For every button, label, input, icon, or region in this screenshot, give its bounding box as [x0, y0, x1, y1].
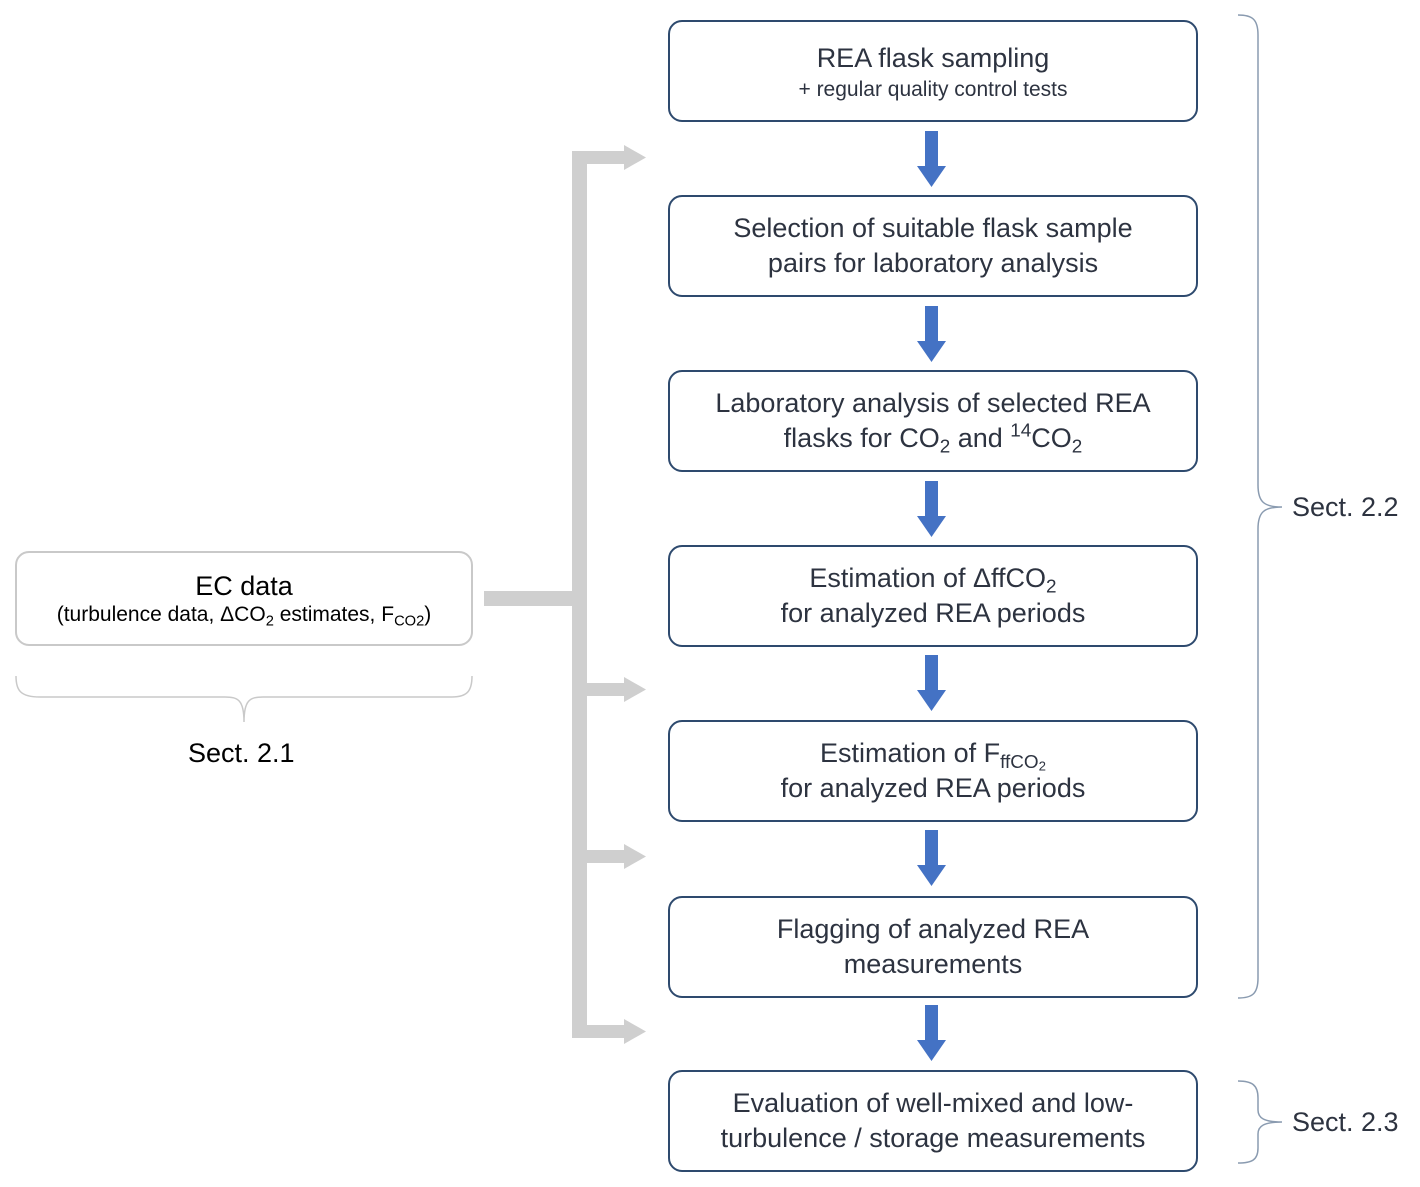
- feed-horizontal-trunk: [484, 591, 584, 606]
- box6-line1: Flagging of analyzed REA: [776, 914, 1090, 944]
- flow-arrows: [917, 131, 946, 1061]
- feed-arrow-2: [580, 677, 646, 702]
- box5-line1: Estimation of FffCO2: [820, 738, 1046, 774]
- bracket-sect-2-3: [1237, 1080, 1283, 1164]
- flow-arrow-3: [917, 481, 946, 537]
- feed-vertical-bus: [572, 151, 587, 1038]
- box-estimation-delta-ffco2: Estimation of ΔffCO2 for analyzed REA pe…: [668, 545, 1198, 647]
- box-laboratory-analysis: Laboratory analysis of selected REA flas…: [668, 370, 1198, 472]
- box4-line2: for analyzed REA periods: [780, 598, 1086, 628]
- box-flask-selection: Selection of suitable flask sample pairs…: [668, 195, 1198, 297]
- flow-arrow-2: [917, 306, 946, 362]
- label-sect-2-2: Sect. 2.2: [1292, 492, 1399, 522]
- feed-arrow-1: [580, 145, 646, 170]
- box-rea-flask-sampling: REA flask sampling + regular quality con…: [668, 20, 1198, 122]
- box-ec-data: EC data (turbulence data, ΔCO2 estimates…: [15, 551, 473, 646]
- ec-subtitle: (turbulence data, ΔCO2 estimates, FCO2): [56, 602, 432, 629]
- bracket-sect-2-1: [15, 675, 473, 723]
- flow-arrow-6: [917, 1005, 946, 1061]
- box3-line1: Laboratory analysis of selected REA: [715, 388, 1151, 418]
- flow-arrow-4: [917, 655, 946, 711]
- box4-line1: Estimation of ΔffCO2: [809, 563, 1057, 598]
- feed-arrow-4: [580, 1019, 646, 1044]
- box5-line2: for analyzed REA periods: [780, 773, 1086, 803]
- box-estimation-f-ffco2: Estimation of FffCO2 for analyzed REA pe…: [668, 720, 1198, 822]
- label-sect-2-1: Sect. 2.1: [188, 738, 295, 768]
- label-sect-2-3: Sect. 2.3: [1292, 1107, 1399, 1137]
- box1-title: REA flask sampling: [816, 42, 1050, 73]
- box-evaluation: Evaluation of well-mixed and low- turbul…: [668, 1070, 1198, 1172]
- bracket-sect-2-2: [1237, 14, 1283, 999]
- flow-arrow-5: [917, 830, 946, 886]
- box2-line2: pairs for laboratory analysis: [767, 248, 1099, 278]
- box3-line2: flasks for CO2 and 14CO2: [783, 420, 1083, 458]
- box6-line2: measurements: [843, 949, 1023, 979]
- box-flagging: Flagging of analyzed REA measurements: [668, 896, 1198, 998]
- ec-title: EC data: [195, 570, 293, 601]
- box7-line1: Evaluation of well-mixed and low-: [732, 1088, 1134, 1118]
- flow-arrow-1: [917, 131, 946, 187]
- box7-line2: turbulence / storage measurements: [720, 1123, 1146, 1153]
- box1-subtitle: + regular quality control tests: [798, 77, 1068, 101]
- ec-feed-connector: [484, 145, 646, 1044]
- feed-arrow-3: [580, 844, 646, 869]
- box2-line1: Selection of suitable flask sample: [733, 213, 1133, 243]
